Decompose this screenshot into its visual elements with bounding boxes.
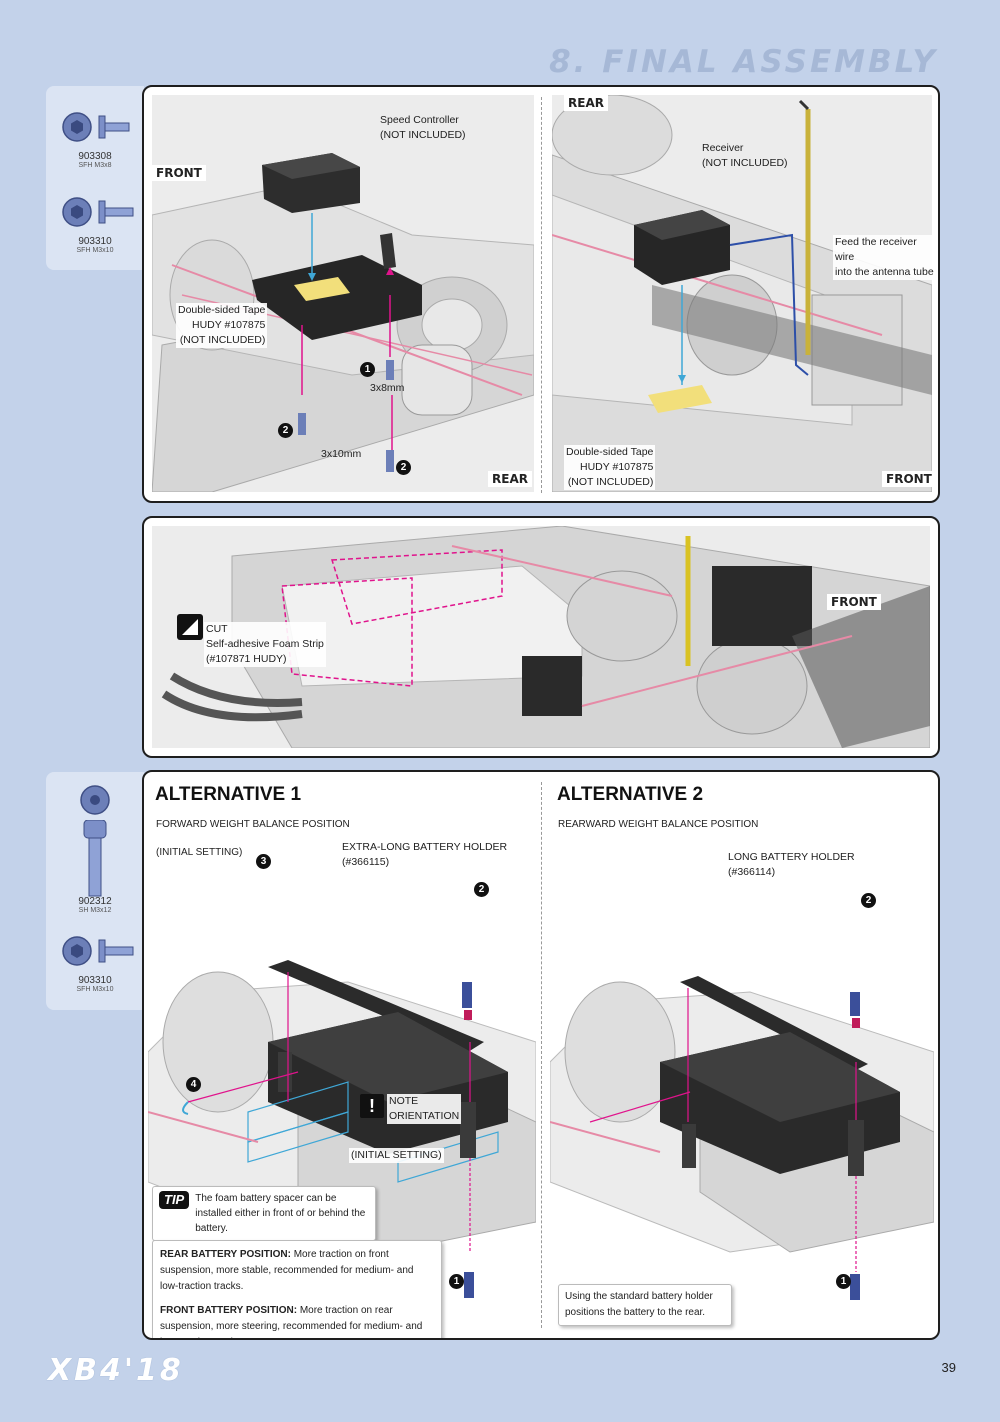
part-902312-text: 902312 SH M3x12: [50, 896, 140, 914]
front-tag: FRONT: [882, 471, 936, 487]
alt1-initial-setting-2: (INITIAL SETTING): [349, 1148, 444, 1163]
front-tag: FRONT: [152, 165, 206, 181]
note-icon: !: [360, 1094, 384, 1118]
panel-speed-controller-receiver: FRONT REAR Speed Controller (NOT INCLUDE…: [142, 85, 940, 503]
front-heading: FRONT BATTERY POSITION:: [160, 1305, 298, 1316]
cap-screw-body: [80, 819, 110, 905]
tape-label: Double-sided Tape HUDY #107875 (NOT INCL…: [176, 303, 268, 348]
step-number: 2: [474, 882, 489, 897]
part-code: 903310: [78, 975, 112, 986]
model-logo: XB4'18: [48, 1353, 184, 1388]
step-number: 1: [449, 1274, 464, 1289]
alt2-subtitle: REARWARD WEIGHT BALANCE POSITION: [558, 819, 759, 830]
label-line: Receiver: [702, 142, 744, 154]
step-number: 3: [256, 854, 271, 869]
step-number: 2: [396, 460, 411, 475]
extra-long-holder-label: EXTRA-LONG BATTERY HOLDER (#366115): [340, 840, 510, 870]
part-desc: SFH M3x8: [78, 162, 112, 169]
alt1-initial-setting: (INITIAL SETTING): [156, 847, 243, 858]
label-line: EXTRA-LONG BATTERY HOLDER: [342, 841, 508, 853]
part-903308: 903308 SFH M3x8: [50, 108, 140, 169]
label-line: HUDY #107875: [192, 319, 266, 331]
part-code: 903310: [78, 236, 112, 247]
screw-size-label: 3x8mm: [370, 382, 405, 394]
screw-icon: [62, 112, 130, 142]
label-line: Speed Controller: [380, 114, 459, 126]
tip-callout: TIP The foam battery spacer can be insta…: [152, 1186, 376, 1241]
section-title: 8. FINAL ASSEMBLY: [549, 44, 938, 80]
parts-tab-top: [46, 86, 144, 270]
step-number: 1: [360, 362, 375, 377]
alt1-title: ALTERNATIVE 1: [155, 784, 302, 805]
label-line: ORIENTATION: [389, 1110, 460, 1122]
label-line: (NOT INCLUDED): [567, 476, 654, 488]
receiver-label: Receiver (NOT INCLUDED): [702, 141, 788, 171]
label-line: Feed the receiver wire: [835, 236, 917, 263]
panel-divider: [541, 97, 542, 493]
label-line: (#107871 HUDY): [206, 653, 287, 665]
rear-tag: REAR: [564, 95, 608, 111]
panel-divider: [541, 782, 542, 1328]
part-desc: SH M3x12: [78, 907, 112, 914]
alt2-info-text: Using the standard battery holder positi…: [565, 1291, 713, 1318]
part-desc: SFH M3x10: [76, 986, 114, 993]
step-number: 2: [861, 893, 876, 908]
front-text: More traction on rear suspension, more s…: [160, 1305, 423, 1338]
label-line: LONG BATTERY HOLDER: [728, 851, 855, 863]
label-line: HUDY #107875: [580, 461, 654, 473]
chassis-illustration-right: [551, 94, 933, 493]
alt2-title: ALTERNATIVE 2: [557, 784, 704, 805]
part-desc: SFH M3x10: [76, 247, 114, 254]
label-line: Double-sided Tape: [178, 304, 266, 316]
alt2-info-callout: Using the standard battery holder positi…: [558, 1284, 732, 1326]
part-code: 902312: [78, 896, 112, 907]
label-line: (NOT INCLUDED): [380, 129, 466, 141]
panel-foam-strip: FRONT CUT Self-adhesive Foam Strip (#107…: [142, 516, 940, 758]
panel-battery-alternatives: ALTERNATIVE 1 FORWARD WEIGHT BALANCE POS…: [142, 770, 940, 1340]
screw-icon: [62, 197, 134, 227]
label-line: Self-adhesive Foam Strip: [206, 638, 324, 650]
long-holder-label: LONG BATTERY HOLDER (#366114): [726, 850, 857, 880]
rear-tag: REAR: [488, 471, 532, 487]
label-line: (NOT INCLUDED): [702, 157, 788, 169]
part-code: 903308: [78, 151, 112, 162]
battery-illustration-alt2: [549, 892, 935, 1332]
front-tag: FRONT: [827, 594, 881, 610]
rear-text: More traction on front suspension, more …: [160, 1249, 414, 1292]
screw-icon: [62, 936, 134, 966]
label-line: CUT: [206, 623, 228, 635]
chassis-illustration-left: [151, 95, 535, 493]
tip-badge: TIP: [159, 1191, 190, 1209]
step-number: 2: [278, 423, 293, 438]
speed-controller-label: Speed Controller (NOT INCLUDED): [380, 113, 466, 143]
label-line: (NOT INCLUDED): [179, 334, 266, 346]
part-903310: 903310 SFH M3x10: [50, 193, 140, 254]
foam-strip-label: CUT Self-adhesive Foam Strip (#107871 HU…: [204, 622, 326, 667]
rear-heading: REAR BATTERY POSITION:: [160, 1249, 291, 1260]
step-number: 4: [186, 1077, 201, 1092]
step-number: 1: [836, 1274, 851, 1289]
label-line: (#366114): [728, 866, 776, 878]
label-line: into the antenna tube: [835, 266, 934, 278]
label-line: NOTE: [389, 1095, 419, 1107]
feed-wire-label: Feed the receiver wire into the antenna …: [833, 235, 938, 280]
note-orientation-label: NOTE ORIENTATION: [387, 1094, 462, 1124]
part-903310-bottom: 903310 SFH M3x10: [50, 932, 140, 993]
tape-label: Double-sided Tape HUDY #107875 (NOT INCL…: [564, 445, 656, 490]
screw-size-label: 3x10mm: [321, 448, 362, 460]
part-902312: [50, 784, 140, 917]
tip-text: The foam battery spacer can be installed…: [195, 1193, 366, 1234]
chassis-illustration-foam: [152, 525, 931, 749]
cut-icon: [177, 614, 203, 640]
rear-battery-position: REAR BATTERY POSITION: More traction on …: [160, 1247, 434, 1295]
front-battery-position: FRONT BATTERY POSITION: More traction on…: [160, 1303, 434, 1338]
page-number: 39: [941, 1360, 956, 1375]
battery-position-callout: REAR BATTERY POSITION: More traction on …: [152, 1240, 442, 1338]
label-line: Double-sided Tape: [566, 446, 654, 458]
label-line: (#366115): [342, 856, 390, 868]
alt1-subtitle: FORWARD WEIGHT BALANCE POSITION: [156, 819, 350, 830]
cap-screw-icon: [80, 785, 110, 815]
